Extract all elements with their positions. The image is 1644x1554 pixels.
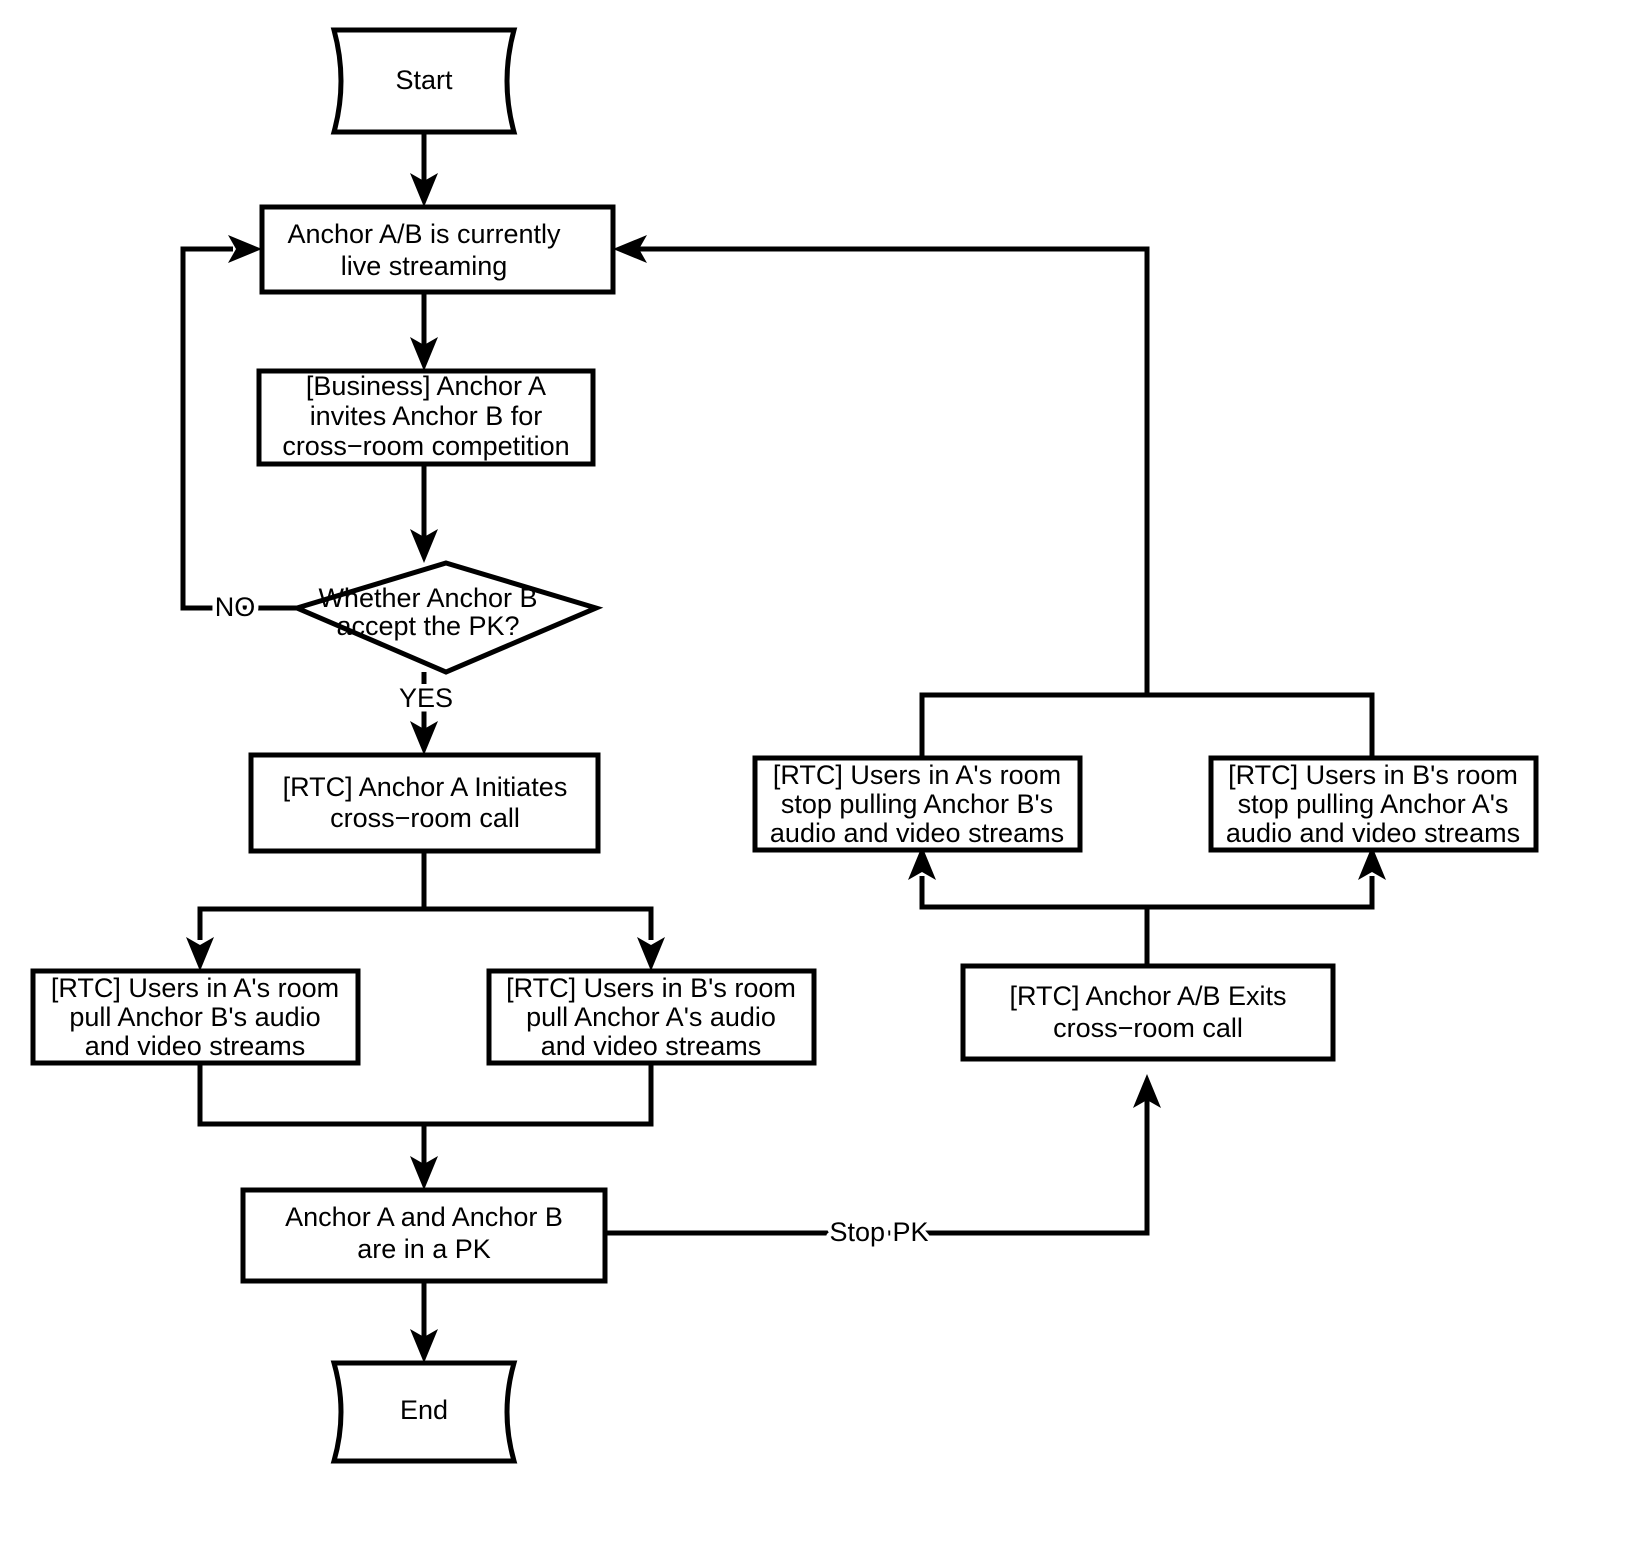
node-pull-a-line1: [RTC] Users in A's room (51, 973, 339, 1003)
node-initiate-call[interactable]: [RTC] Anchor A Initiates cross−room call (248, 752, 601, 854)
node-start-label: Start (395, 65, 453, 95)
edge-decision-yes-to-initiate (410, 672, 438, 755)
node-pull-b-line2: pull Anchor A's audio (526, 1002, 776, 1032)
edge-start-to-live (410, 132, 438, 207)
node-stop-a-line3: audio and video streams (770, 818, 1064, 848)
arrowhead-icon (908, 846, 936, 880)
edge-label-stop-pk: Stop PK (829, 1217, 928, 1247)
edge-in-pk-to-end (410, 1281, 438, 1363)
edge-live-to-invite (410, 292, 438, 371)
node-in-pk[interactable]: Anchor A and Anchor B are in a PK (240, 1187, 608, 1284)
node-stop-a-line2: stop pulling Anchor B's (781, 789, 1053, 819)
node-live-streaming-line1: Anchor A/B is currently (287, 219, 561, 249)
node-exit-call-line2: cross−room call (1053, 1013, 1243, 1043)
arrowhead-icon (1358, 846, 1386, 880)
node-pull-b-line1: [RTC] Users in B's room (506, 973, 796, 1003)
node-stop-a-line1: [RTC] Users in A's room (773, 760, 1061, 790)
node-in-pk-line1: Anchor A and Anchor B (285, 1202, 563, 1232)
arrowhead-icon (637, 937, 665, 971)
node-pull-b[interactable]: [RTC] Users in B's room pull Anchor A's … (486, 968, 817, 1066)
edge-pull-b-to-in-pk (424, 1063, 654, 1127)
node-pull-a[interactable]: [RTC] Users in A's room pull Anchor B's … (30, 968, 361, 1066)
arrowhead-icon (410, 1329, 438, 1363)
node-exit-call[interactable]: [RTC] Anchor A/B Exits cross−room call (960, 963, 1336, 1062)
node-invite-line1: [Business] Anchor A (306, 371, 546, 401)
edge-pull-a-to-in-pk (197, 1063, 438, 1190)
arrowhead-icon (410, 529, 438, 563)
node-pull-a-line2: pull Anchor B's audio (69, 1002, 320, 1032)
node-pull-a-line3: and video streams (85, 1031, 306, 1061)
arrowhead-icon (613, 235, 647, 263)
node-pull-b-line3: and video streams (541, 1031, 762, 1061)
node-in-pk-line2: are in a PK (357, 1234, 491, 1264)
node-start[interactable]: Start (330, 27, 518, 135)
node-invite[interactable]: [Business] Anchor A invites Anchor B for… (256, 368, 596, 467)
node-stop-b-line2: stop pulling Anchor A's (1238, 789, 1509, 819)
node-initiate-line1: [RTC] Anchor A Initiates (283, 772, 568, 802)
edge-label-yes: YES (399, 683, 453, 713)
arrowhead-icon (410, 721, 438, 755)
arrowhead-icon (1133, 1074, 1161, 1108)
edge-invite-to-decision (410, 464, 438, 563)
node-initiate-line2: cross−room call (330, 803, 520, 833)
node-invite-line3: cross−room competition (282, 431, 569, 461)
node-stop-a[interactable]: [RTC] Users in A's room stop pulling Anc… (752, 755, 1083, 853)
edge-in-pk-to-exit-call (605, 1074, 1161, 1236)
node-end[interactable]: End (330, 1360, 518, 1464)
edge-exit-call-to-stop-b (1147, 846, 1386, 910)
node-live-streaming[interactable]: Anchor A/B is currently live streaming (259, 204, 616, 295)
node-stop-b[interactable]: [RTC] Users in B's room stop pulling Anc… (1208, 755, 1539, 853)
edge-label-no: NO (215, 592, 256, 622)
node-decision-accept-pk[interactable]: Whether Anchor B accept the PK? (289, 560, 604, 675)
arrowhead-icon (410, 1156, 438, 1190)
arrowhead-icon (410, 173, 438, 207)
node-end-label: End (400, 1395, 448, 1425)
edge-decision-no-to-live (180, 235, 297, 611)
edge-initiate-to-pull-b (424, 906, 665, 971)
node-invite-line2: invites Anchor B for (310, 401, 543, 431)
arrowhead-icon (186, 937, 214, 971)
edge-exit-call-to-stop-a (908, 846, 1150, 966)
node-live-streaming-line2: live streaming (341, 251, 508, 281)
node-exit-call-line1: [RTC] Anchor A/B Exits (1009, 981, 1286, 1011)
arrowhead-icon (410, 337, 438, 371)
node-decision-line1: Whether Anchor B (318, 583, 537, 613)
edge-stop-boxes-to-live (613, 235, 1375, 758)
node-stop-b-line1: [RTC] Users in B's room (1228, 760, 1518, 790)
arrowhead-icon (228, 235, 262, 263)
node-decision-line2: accept the PK? (336, 611, 519, 641)
edge-initiate-to-pull-a (186, 851, 427, 971)
node-stop-b-line3: audio and video streams (1226, 818, 1520, 848)
